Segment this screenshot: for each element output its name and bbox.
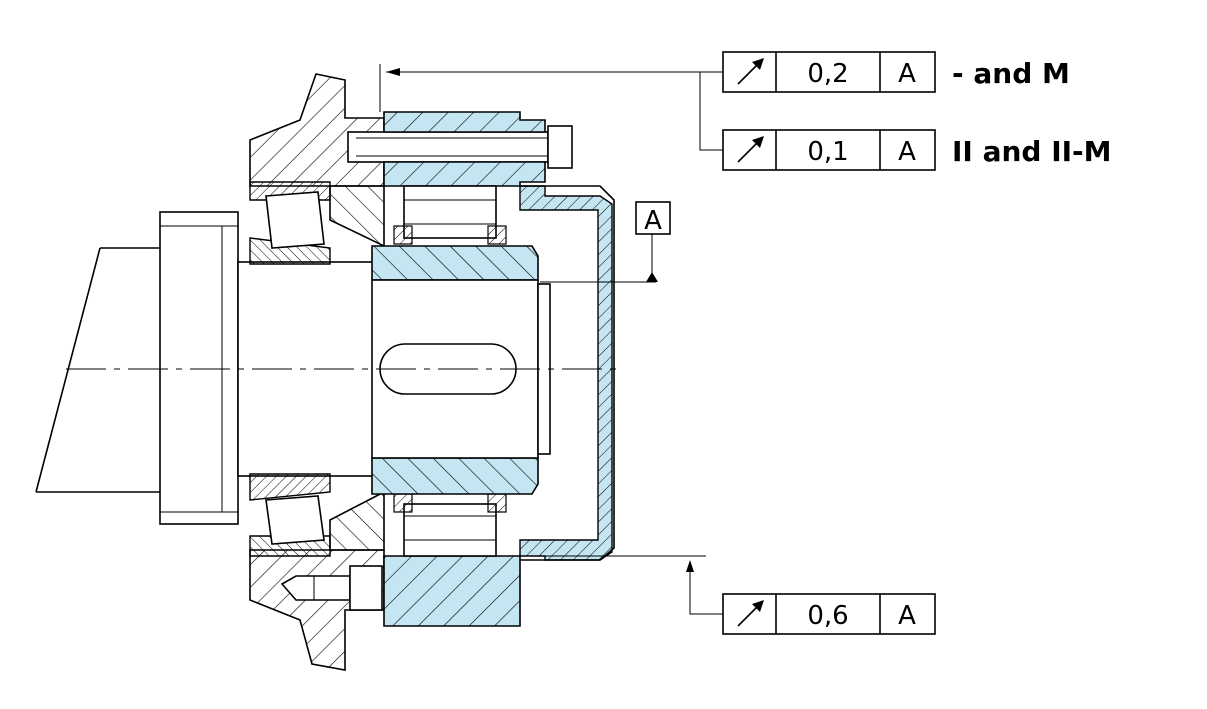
outer-housing: [383, 111, 613, 627]
applicability-note: II and II-M: [952, 135, 1112, 168]
feature-control-frame-middle: 0,1 A II and II-M: [722, 129, 1112, 171]
applicability-note: - and M: [952, 57, 1070, 90]
circular-runout-icon: [737, 136, 764, 163]
circular-runout-icon: [737, 58, 764, 85]
top-bolt: [347, 125, 573, 169]
feature-control-frame-bottom: 0,6 A: [722, 593, 936, 635]
circular-runout-icon: [737, 600, 764, 627]
roller-bearing-top: [393, 185, 507, 245]
datum-reference: A: [898, 601, 916, 631]
datum-reference: A: [898, 137, 916, 167]
tolerance-value: 0,6: [807, 601, 848, 631]
tapered-bearing-top: [249, 181, 331, 265]
tolerance-value: 0,1: [807, 137, 848, 167]
inner-ring: [371, 245, 539, 495]
datum-feature-a: A: [540, 201, 671, 283]
datum-reference: A: [898, 59, 916, 89]
roller-bearing-bottom: [393, 493, 507, 557]
tolerance-value: 0,2: [807, 59, 848, 89]
grease-nipple: [280, 565, 383, 611]
datum-label: A: [644, 206, 662, 236]
leader-lines: [379, 64, 723, 615]
feature-control-frame-top: 0,2 A - and M: [722, 51, 1070, 93]
tapered-bearing-bottom: [249, 473, 331, 557]
end-cover: [520, 185, 615, 561]
